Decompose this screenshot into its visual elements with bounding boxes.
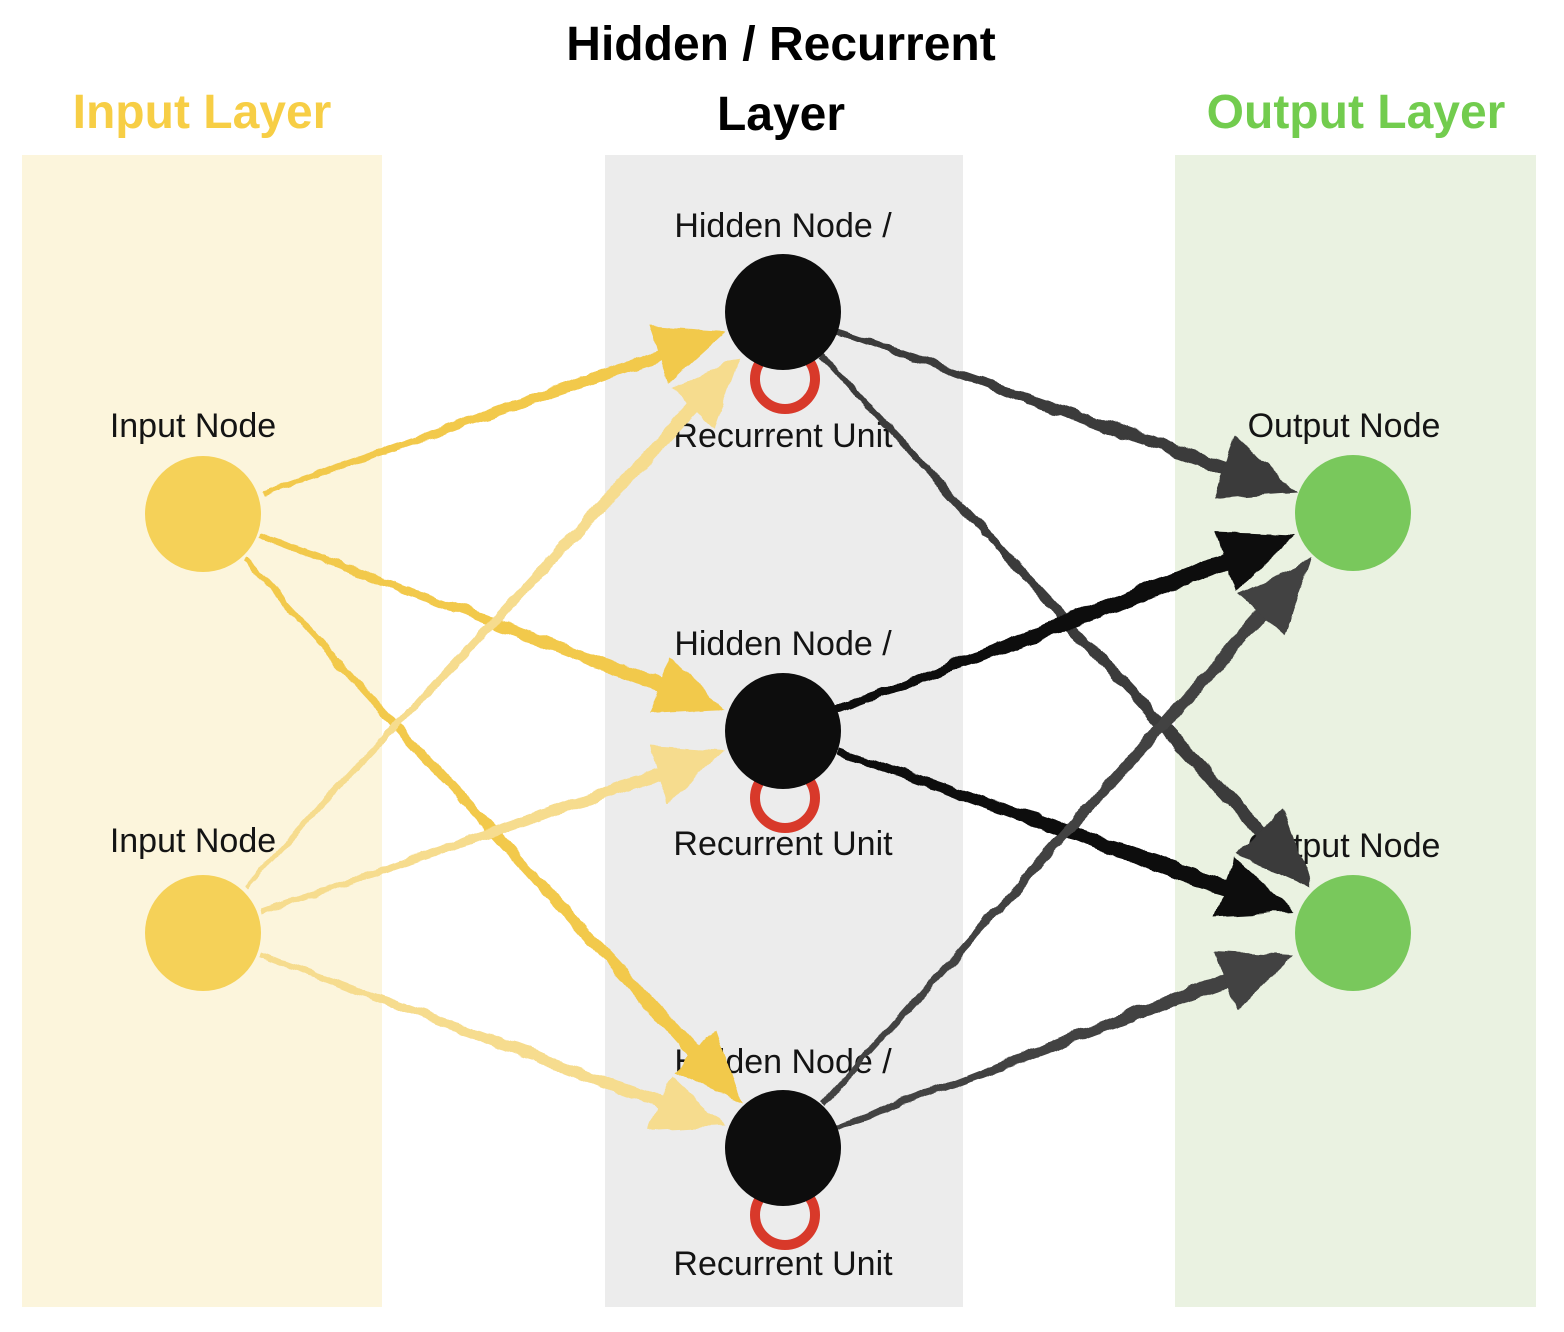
arrowhead-input2-hidden1 <box>671 357 741 429</box>
hidden-node-1-label: Hidden Node / <box>674 207 892 245</box>
output-node-1-label: Output Node <box>1248 407 1441 445</box>
input-node-1-label: Input Node <box>110 407 276 445</box>
arrowhead-input1-hidden2 <box>649 657 725 713</box>
input-node-2 <box>145 875 261 991</box>
hidden-layer-title-line2: Layer <box>717 88 845 141</box>
arrowhead-hidden2-output2 <box>1213 857 1295 917</box>
arrowhead-hidden3-output1 <box>1238 559 1312 636</box>
arrowhead-hidden2-output1 <box>1214 532 1295 592</box>
input-layer-title: Input Layer <box>73 86 332 139</box>
edge-hidden2-output2 <box>836 747 1229 896</box>
arrowhead-input2-hidden3 <box>649 1074 725 1130</box>
edge-input1-hidden2 <box>260 533 664 692</box>
output-node-2 <box>1295 875 1411 991</box>
edge-input1-hidden1 <box>261 349 662 496</box>
arrowhead-hidden1-output1 <box>1213 437 1295 498</box>
hidden-node-2-label: Hidden Node / <box>674 625 892 663</box>
hidden-to-output-arrows <box>820 328 1312 1130</box>
edge-hidden3-output2 <box>836 974 1229 1130</box>
edge-input2-hidden2 <box>261 768 662 915</box>
edge-input2-hidden3 <box>260 952 663 1109</box>
hidden-node-2 <box>725 673 841 789</box>
output-layer-band <box>1175 155 1536 1307</box>
arrowhead-hidden1-output2 <box>1237 810 1311 887</box>
input-node-2-label: Input Node <box>110 822 276 860</box>
hidden-node-3 <box>725 1090 841 1206</box>
hidden-node-3-sublabel: Recurrent Unit <box>673 1245 893 1283</box>
edge-hidden1-output2 <box>820 353 1267 838</box>
hidden-layer-title-line1: Hidden / Recurrent <box>566 18 995 71</box>
arrowhead-hidden3-output2 <box>1214 951 1295 1011</box>
arrowhead-input1-hidden1 <box>649 327 725 384</box>
arrowhead-input1-hidden3 <box>672 1030 741 1102</box>
edge-input1-hidden3 <box>243 558 700 1057</box>
edge-input2-hidden1 <box>244 403 699 889</box>
input-to-hidden-arrows <box>243 327 741 1130</box>
output-layer-title: Output Layer <box>1207 86 1506 139</box>
hidden-node-1-sublabel: Recurrent Unit <box>673 417 893 455</box>
input-node-1 <box>145 456 261 572</box>
output-node-1 <box>1295 455 1411 571</box>
input-layer-band <box>22 155 382 1307</box>
edge-hidden2-output1 <box>836 553 1230 714</box>
arrowhead-input2-hidden2 <box>649 746 725 803</box>
edge-hidden1-output1 <box>837 328 1228 475</box>
edge-hidden3-output1 <box>820 609 1268 1107</box>
hidden-node-1 <box>725 254 841 370</box>
